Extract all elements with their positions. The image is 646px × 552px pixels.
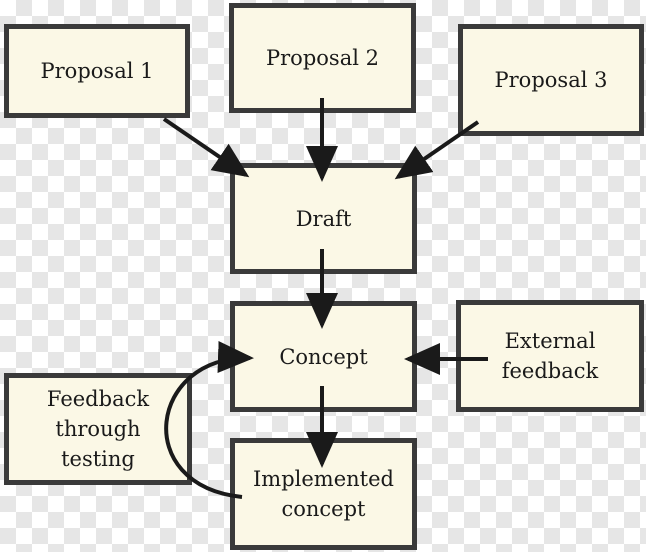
proposal-2-box: Proposal 2 (229, 3, 416, 113)
external-feedback-label: External feedback (501, 329, 599, 383)
concept-box: Concept (230, 301, 417, 412)
implemented-concept-box: Implemented concept (230, 438, 417, 550)
feedback-through-testing-box: Feedback through testing (4, 373, 192, 485)
draft-label: Draft (295, 206, 352, 231)
proposal-1-label: Proposal 1 (40, 59, 154, 83)
proposal-3-label: Proposal 3 (494, 68, 608, 92)
concept-label: Concept (279, 344, 368, 369)
proposal-3-box: Proposal 3 (458, 24, 644, 136)
proposal-1-box: Proposal 1 (4, 24, 190, 118)
draft-box: Draft (230, 163, 417, 274)
proposal-2-label: Proposal 2 (266, 46, 379, 70)
implemented-concept-label: Implemented concept (253, 467, 394, 521)
feedback-through-testing-label: Feedback through testing (46, 387, 150, 471)
external-feedback-box: External feedback (456, 300, 644, 412)
